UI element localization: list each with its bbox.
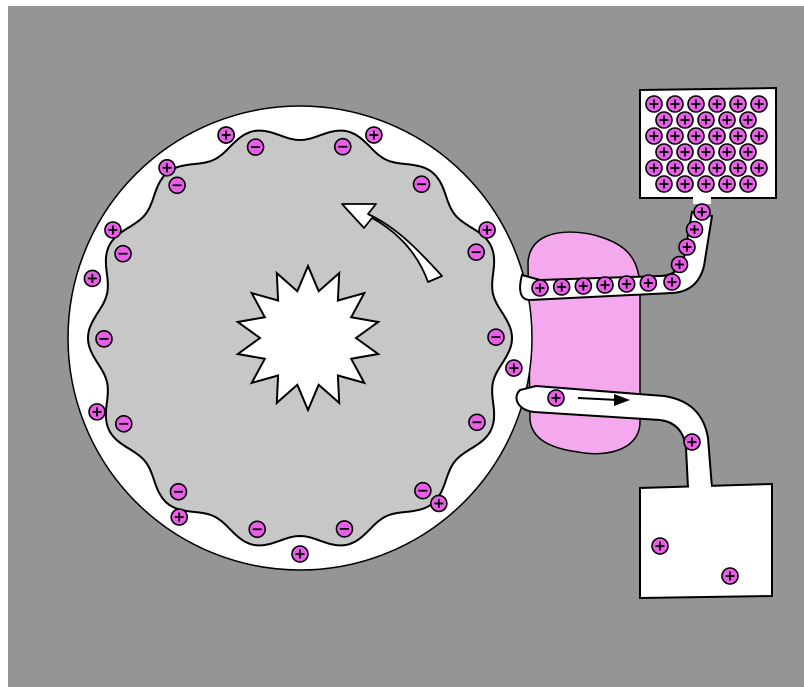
bound-positive-ion-icon [431,495,447,511]
negative-site-icon [248,139,264,155]
source-positive-ion-icon [656,112,672,128]
bound-positive-ion-icon [506,360,522,376]
channel-positive-ion-icon [619,276,635,292]
source-positive-ion-icon [656,144,672,160]
negative-site-icon [468,244,484,260]
bound-positive-ion-icon [84,270,100,286]
source-positive-ion-icon [709,128,725,144]
source-positive-ion-icon [698,112,714,128]
source-positive-ion-icon [667,96,683,112]
channel-positive-ion-icon [672,257,688,273]
source-positive-ion-icon [698,144,714,160]
source-positive-ion-icon [719,144,735,160]
source-positive-ion-icon [751,96,767,112]
channel-positive-ion-icon [679,239,695,255]
source-positive-ion-icon [719,112,735,128]
negative-site-icon [169,177,185,193]
sink-positive-ion-icon [722,568,738,584]
bound-positive-ion-icon [171,509,187,525]
negative-site-icon [96,331,112,347]
source-positive-ion-icon [646,128,662,144]
negative-site-icon [249,521,265,537]
source-neck [693,196,711,204]
source-positive-ion-icon [646,96,662,112]
source-positive-ion-icon [730,160,746,176]
negative-site-icon [335,139,351,155]
bound-positive-ion-icon [479,222,495,238]
outlet-positive-ion-icon [548,390,564,406]
source-positive-ion-icon [656,176,672,192]
sink-positive-ion-icon [652,538,668,554]
negative-site-icon [336,521,352,537]
negative-site-icon [415,483,431,499]
source-positive-ion-icon [751,128,767,144]
source-positive-ion-icon [677,176,693,192]
channel-positive-ion-icon [554,279,570,295]
negative-site-icon [115,246,131,262]
source-positive-ion-icon [677,144,693,160]
channel-positive-ion-icon [694,204,710,220]
membrane-block [528,232,640,454]
source-positive-ion-icon [698,176,714,192]
outlet-positive-ion-icon [684,434,700,450]
source-positive-ion-icon [740,112,756,128]
bound-positive-ion-icon [366,127,382,143]
negative-site-icon [170,484,186,500]
bound-positive-ion-icon [105,222,121,238]
bound-positive-ion-icon [218,127,234,143]
bound-positive-ion-icon [292,546,308,562]
bound-positive-ion-icon [89,404,105,420]
channel-positive-ion-icon [687,222,703,238]
channel-positive-ion-icon [532,280,548,296]
negative-site-icon [469,414,485,430]
source-positive-ion-icon [740,176,756,192]
source-positive-ion-icon [667,160,683,176]
source-positive-ion-icon [740,144,756,160]
source-positive-ion-icon [667,128,683,144]
source-positive-ion-icon [730,128,746,144]
source-positive-ion-icon [677,112,693,128]
channel-positive-ion-icon [640,275,656,291]
channel-positive-ion-icon [664,274,680,290]
source-positive-ion-icon [646,160,662,176]
source-positive-ion-icon [709,96,725,112]
negative-site-icon [488,329,504,345]
source-positive-ion-icon [688,128,704,144]
sink-neck [689,484,711,492]
source-positive-ion-icon [730,96,746,112]
channel-positive-ion-icon [597,277,613,293]
source-positive-ion-icon [719,176,735,192]
negative-site-icon [116,416,132,432]
source-positive-ion-icon [688,96,704,112]
source-positive-ion-icon [688,160,704,176]
source-positive-ion-icon [709,160,725,176]
channel-positive-ion-icon [575,278,591,294]
source-positive-ion-icon [751,160,767,176]
bound-positive-ion-icon [159,160,175,176]
negative-site-icon [414,176,430,192]
